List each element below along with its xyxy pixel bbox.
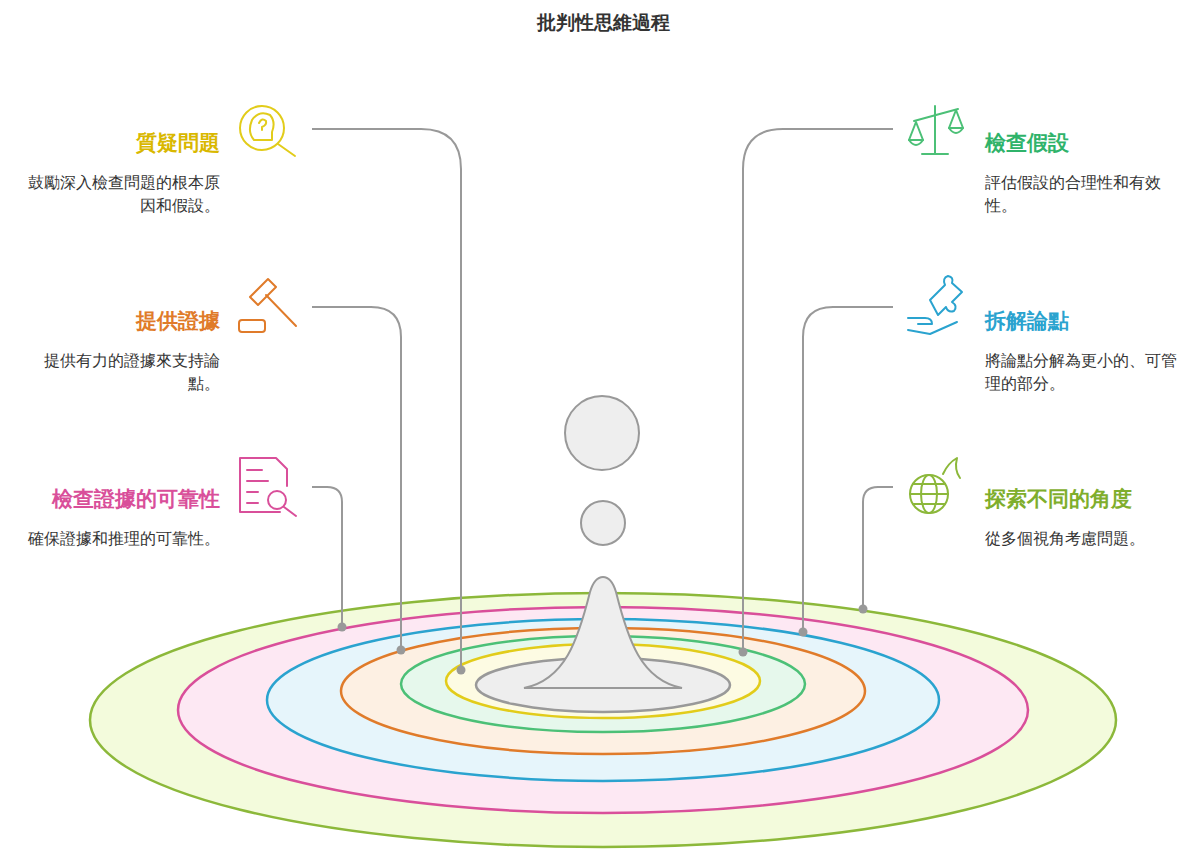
step-description: 提供有力的證據來支持論點。 bbox=[28, 349, 220, 395]
puzzle-hand-icon bbox=[908, 276, 962, 334]
step-heading: 拆解論點 bbox=[985, 306, 1069, 336]
step-description: 從多個視角考慮問題。 bbox=[985, 527, 1177, 550]
diagram-title: 批判性思維過程 bbox=[403, 9, 803, 37]
scales-icon bbox=[909, 106, 963, 154]
droplet bbox=[565, 396, 639, 470]
document-search-icon bbox=[240, 458, 296, 516]
step-description: 確保證據和推理的可靠性。 bbox=[28, 527, 220, 550]
step-description: 評估假設的合理性和有效性。 bbox=[985, 171, 1177, 217]
step-heading: 檢查假設 bbox=[985, 128, 1069, 158]
drop-splash bbox=[524, 577, 682, 688]
step-heading: 提供證據 bbox=[136, 306, 220, 336]
step-heading: 檢查證據的可靠性 bbox=[52, 484, 220, 514]
question-head-icon bbox=[240, 106, 295, 156]
step-heading: 質疑問題 bbox=[136, 128, 220, 158]
gavel-icon bbox=[239, 279, 296, 332]
step-description: 將論點分解為更小的、可管理的部分。 bbox=[985, 349, 1177, 395]
droplet bbox=[581, 501, 625, 545]
globe-icon bbox=[910, 458, 960, 513]
step-heading: 探索不同的角度 bbox=[985, 484, 1132, 514]
step-description: 鼓勵深入檢查問題的根本原因和假設。 bbox=[28, 171, 220, 217]
leader-lines bbox=[312, 129, 893, 669]
